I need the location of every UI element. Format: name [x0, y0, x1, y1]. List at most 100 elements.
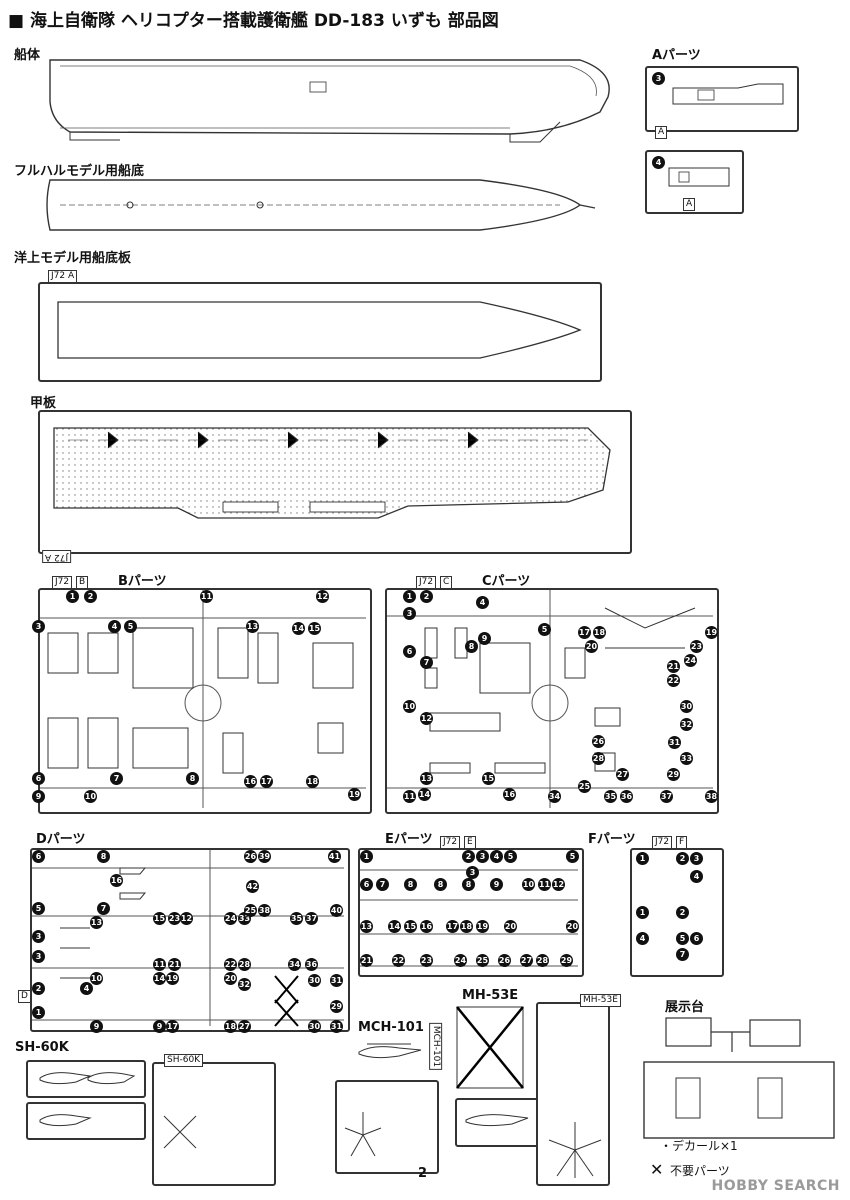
- part-number: 5: [504, 850, 517, 863]
- part-number: 4: [490, 850, 503, 863]
- sprue-tag: A: [683, 198, 696, 211]
- part-number: 8: [462, 878, 475, 891]
- part-number: 32: [238, 978, 251, 991]
- decal-note: ・デカール×1: [660, 1139, 738, 1153]
- part-number: 2: [462, 850, 475, 863]
- part-number: 21: [168, 958, 181, 971]
- part-number: 20: [224, 972, 237, 985]
- part-number: 5: [32, 902, 45, 915]
- part-number: 11: [153, 958, 166, 971]
- mch101-rotor-drawing: [344, 1112, 382, 1157]
- hull-drawing: [49, 59, 610, 143]
- sprue-tag: J72: [440, 836, 461, 849]
- part-number: 22: [392, 954, 405, 967]
- part-number: 23: [420, 954, 433, 967]
- sprue-tag: E: [464, 836, 476, 849]
- sprue-tag: MCH-101: [429, 1022, 443, 1071]
- part-number: 17: [166, 1020, 179, 1033]
- sh60k-label: SH-60K: [15, 1040, 69, 1055]
- c-parts-label: Cパーツ: [482, 574, 531, 589]
- part-number: 4: [690, 870, 703, 883]
- mh53e-label: MH-53E: [462, 988, 519, 1003]
- part-number: 6: [690, 932, 703, 945]
- page-number: 2: [418, 1166, 428, 1181]
- part-number: 24: [454, 954, 467, 967]
- a-part-drawing: [668, 167, 730, 187]
- part-number: 16: [110, 874, 123, 887]
- part-number: 42: [246, 880, 259, 893]
- sprue-tag: B: [76, 576, 89, 589]
- part-number: 12: [180, 912, 193, 925]
- part-number: 9: [32, 790, 45, 803]
- part-number: 7: [676, 948, 689, 961]
- mh53e-fuselage-drawing: [465, 1114, 529, 1127]
- part-number: 5: [676, 932, 689, 945]
- mh53e-unused-cross: [456, 1006, 524, 1089]
- sprue-tag: D: [18, 990, 31, 1003]
- sprue-tag: J72 A: [48, 270, 78, 283]
- part-number: 9: [90, 1020, 103, 1033]
- part-number: 8: [465, 640, 478, 653]
- sprue-c-drawing: [387, 590, 713, 808]
- part-number: 34: [288, 958, 301, 971]
- part-number: 11: [200, 590, 213, 603]
- part-number: 24: [684, 654, 697, 667]
- part-number: 7: [110, 772, 123, 785]
- part-number: 1: [32, 1006, 45, 1019]
- waterline-plate-label: 洋上モデル用船底板: [14, 251, 132, 266]
- part-number: 32: [680, 718, 693, 731]
- full-hull-bottom-label: フルハルモデル用船底: [14, 164, 145, 179]
- part-number: 28: [592, 752, 605, 765]
- part-number: 2: [84, 590, 97, 603]
- part-number: 16: [420, 920, 433, 933]
- part-number: 2: [420, 590, 433, 603]
- part-number: 13: [360, 920, 373, 933]
- part-number: 3: [32, 930, 45, 943]
- sprue-waterline-plate: [38, 282, 602, 382]
- sprue-b-drawing: [40, 590, 366, 808]
- part-number: 27: [616, 768, 629, 781]
- part-number: 28: [536, 954, 549, 967]
- part-number: 19: [476, 920, 489, 933]
- mch101-label: MCH-101: [358, 1020, 424, 1035]
- part-number: 2: [32, 982, 45, 995]
- sprue-mch101: [335, 1080, 439, 1174]
- part-number: 8: [97, 850, 110, 863]
- part-number: 18: [593, 626, 606, 639]
- part-number: 15: [482, 772, 495, 785]
- sprue-tag: J72: [416, 576, 437, 589]
- unused-cross-icon: ✕: [650, 1160, 664, 1179]
- part-number: 8: [434, 878, 447, 891]
- part-number: 18: [460, 920, 473, 933]
- part-number: 36: [620, 790, 633, 803]
- part-number: 31: [330, 1020, 343, 1033]
- deck-drawing: [53, 427, 611, 519]
- sprue-tag: SH-60K: [164, 1054, 204, 1067]
- part-number: 30: [680, 700, 693, 713]
- watermark: HOBBY SEARCH: [711, 1178, 840, 1194]
- part-number: 40: [330, 904, 343, 917]
- part-number: 35: [290, 912, 303, 925]
- part-number: 29: [667, 768, 680, 781]
- part-number: 1: [66, 590, 79, 603]
- stand-label: 展示台: [665, 1000, 705, 1015]
- part-number: 3: [476, 850, 489, 863]
- part-number: 35: [604, 790, 617, 803]
- part-number: 7: [97, 902, 110, 915]
- part-number: 3: [32, 950, 45, 963]
- part-number: 7: [376, 878, 389, 891]
- part-number: 18: [306, 775, 319, 788]
- part-number: 14: [153, 972, 166, 985]
- part-number: 5: [538, 623, 551, 636]
- part-number: 20: [566, 920, 579, 933]
- part-number: 3: [403, 607, 416, 620]
- part-number: 5: [566, 850, 579, 863]
- part-number: 1: [403, 590, 416, 603]
- part-number: 25: [578, 780, 591, 793]
- sprue-c: [385, 588, 719, 814]
- part-number: 22: [667, 674, 680, 687]
- sprue-tag: F: [676, 836, 688, 849]
- part-number: 2: [676, 852, 689, 865]
- part-number: 10: [522, 878, 535, 891]
- part-number: 39: [258, 850, 271, 863]
